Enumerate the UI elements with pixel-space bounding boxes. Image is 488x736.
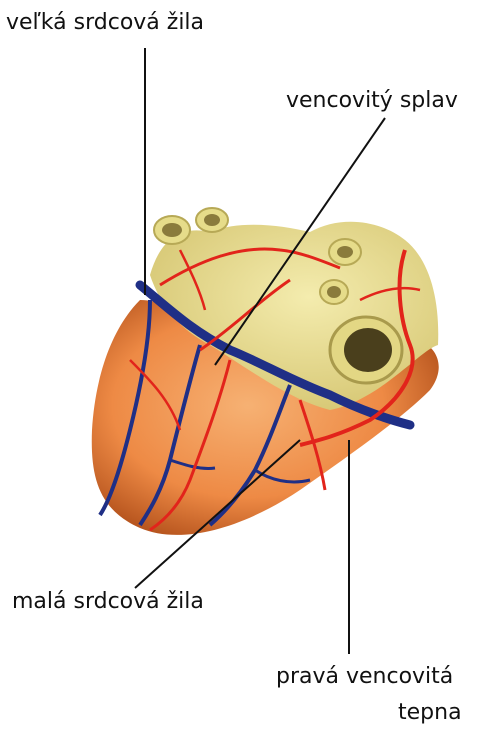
label-great-cardiac-vein: veľká srdcová žila — [6, 12, 204, 34]
label-right-coronary-artery-line1: pravá vencovitá — [276, 666, 453, 688]
label-small-cardiac-vein: malá srdcová žila — [12, 591, 204, 613]
label-coronary-sinus: vencovitý splav — [286, 90, 458, 112]
label-right-coronary-artery-line2: tepna — [398, 702, 462, 724]
